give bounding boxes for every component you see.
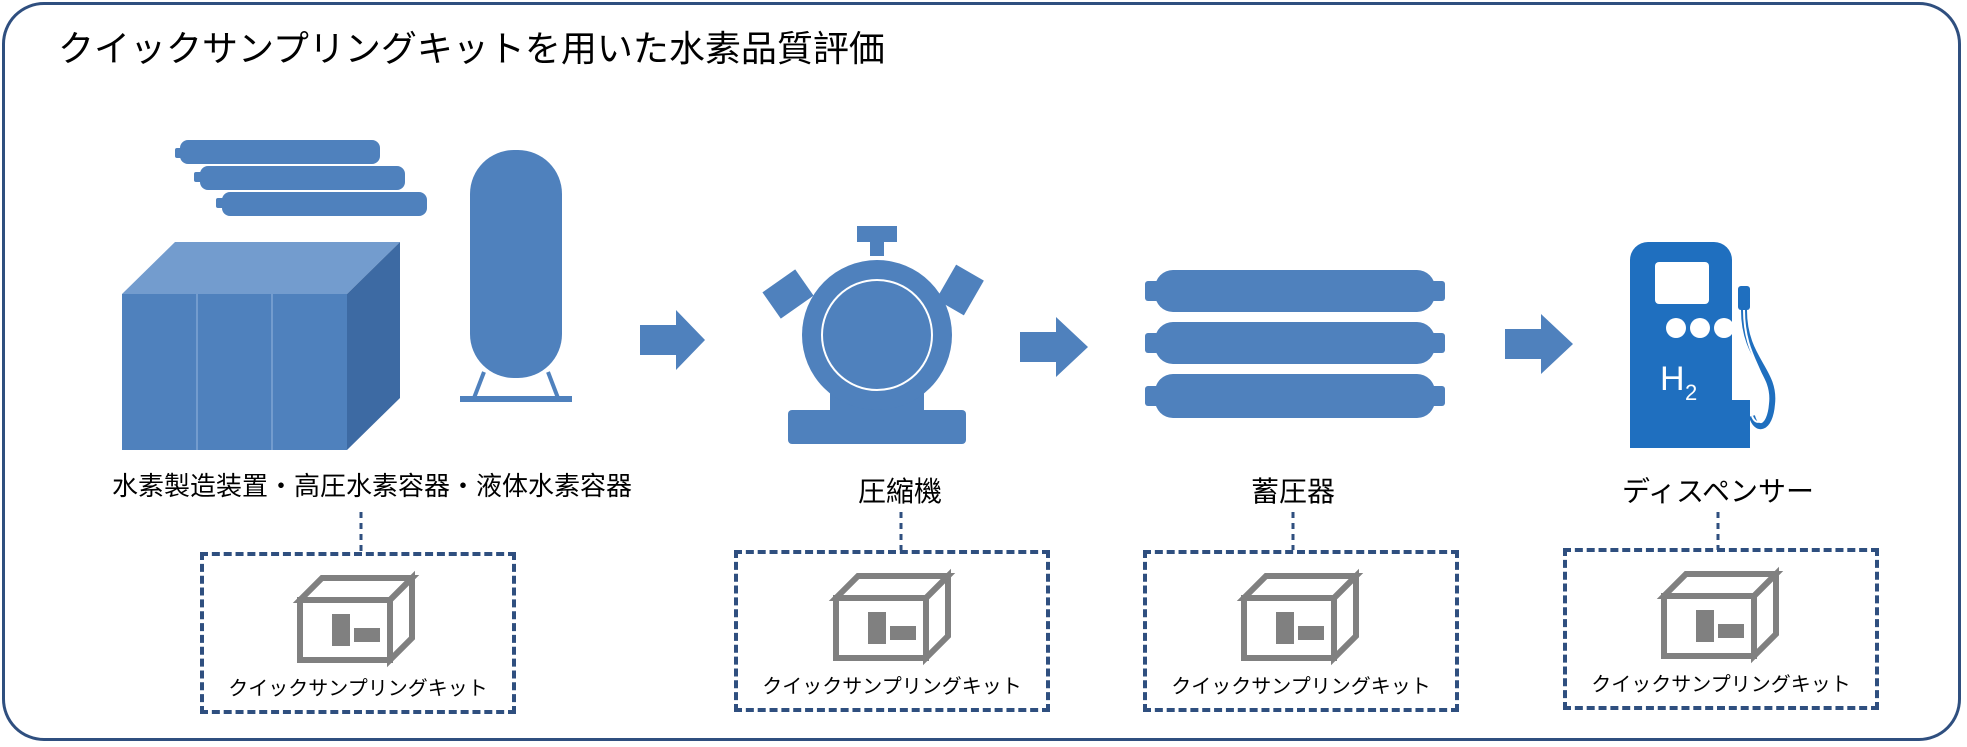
sampling-kit-icon (1656, 566, 1784, 664)
flow-arrow-3 (1505, 314, 1573, 374)
stacked-cylinders-icon (175, 140, 427, 216)
flow-arrow-2 (1020, 317, 1088, 377)
sampling-kit-box-3 (1143, 550, 1459, 712)
production-unit-icon (122, 242, 400, 450)
sampling-kit-label-1: クイックサンプリングキット (228, 676, 488, 700)
sampling-kit-icon (828, 568, 956, 666)
sampling-kit-label-4: クイックサンプリングキット (1591, 672, 1851, 696)
sampling-kit-box-1 (200, 552, 516, 714)
dispenser-subscript-text: 2 (1685, 380, 1697, 405)
flow-arrow-1 (640, 310, 705, 370)
sampling-kit-icon (1236, 568, 1364, 666)
sampling-kit-label-2: クイックサンプリングキット (762, 674, 1022, 698)
sampling-kit-icon (292, 570, 420, 668)
stage-label-dispenser: ディスペンサー (1621, 475, 1815, 508)
dispenser-h-text: H (1660, 360, 1685, 398)
stage-label-compressor: 圧縮機 (857, 475, 942, 508)
sampling-kit-box-4 (1563, 548, 1879, 710)
stage-label-accumulator: 蓄圧器 (1250, 475, 1335, 508)
vertical-tank-icon (460, 150, 572, 402)
diagram-title: クイックサンプリングキットを用いた水素品質評価 (58, 29, 885, 70)
stage-label-hydrogen-production: 水素製造装置・高圧水素容器・液体水素容器 (111, 472, 632, 502)
hydrogen-production-icon (122, 140, 572, 450)
compressor-icon (762, 226, 984, 444)
sampling-kit-label-3: クイックサンプリングキット (1171, 674, 1431, 698)
dispenser-icon: H 2 (1630, 242, 1776, 448)
accumulator-icon (1145, 270, 1445, 418)
sampling-kit-box-2 (734, 550, 1050, 712)
